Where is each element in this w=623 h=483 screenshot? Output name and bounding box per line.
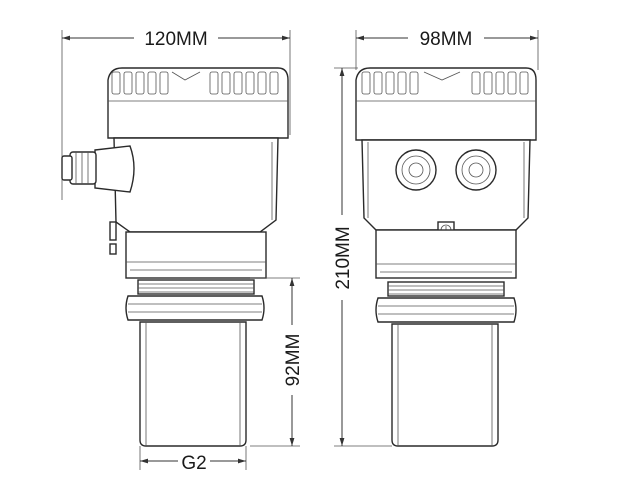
- thread-label: G2: [181, 453, 206, 474]
- left-width-label: 120MM: [144, 29, 207, 50]
- probe-height-label: 92MM: [283, 334, 304, 387]
- cable-gland: [61, 145, 135, 193]
- cap-ribs: [111, 71, 279, 95]
- total-height-label: 210MM: [333, 226, 354, 289]
- gland-left: [395, 149, 437, 191]
- gland-right: [455, 149, 497, 191]
- cap-ribs-front: [361, 71, 529, 95]
- front-view: [334, 30, 539, 447]
- side-view: [61, 30, 300, 470]
- right-width-label: 98MM: [420, 29, 473, 50]
